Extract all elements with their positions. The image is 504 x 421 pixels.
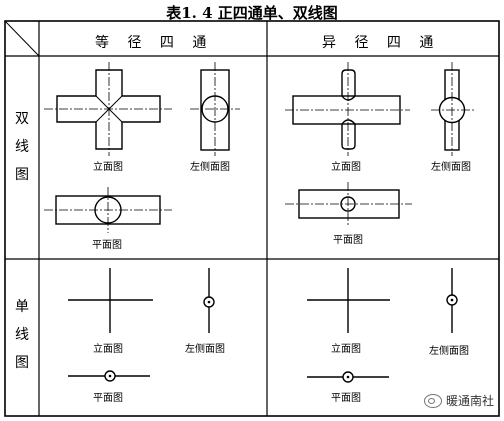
caption-equal-double-side: 左侧面图 <box>190 162 230 173</box>
equal-cross-double-side <box>190 62 240 156</box>
row-label-text: 双 线 图 <box>15 111 29 183</box>
caption-equal-single-plan: 平面图 <box>93 393 123 404</box>
wechat-logo-icon <box>423 393 442 408</box>
row-label-double-line: 双 线 图 <box>11 105 33 189</box>
reducing-cross-single-front <box>307 268 390 333</box>
corner-diagonal <box>4 20 40 57</box>
equal-cross-single-front <box>68 268 153 333</box>
reducing-cross-single-plan <box>307 371 389 383</box>
caption-reducing-double-front: 立面图 <box>331 162 361 173</box>
reducing-cross-double-plan <box>285 182 412 226</box>
equal-cross-double-plan <box>44 187 172 233</box>
reducing-cross-double-front <box>285 62 410 156</box>
equal-cross-single-side <box>203 268 215 333</box>
caption-reducing-single-side: 左侧面图 <box>429 346 469 357</box>
caption-reducing-double-side: 左侧面图 <box>431 162 471 173</box>
caption-reducing-single-front: 立面图 <box>331 344 361 355</box>
table-title: 表1. 4 正四通单、双线图 <box>166 4 338 22</box>
caption-reducing-single-plan: 平面图 <box>331 393 361 404</box>
table-border <box>4 20 500 417</box>
caption-reducing-double-plan: 平面图 <box>333 235 363 246</box>
caption-equal-single-front: 立面图 <box>93 344 123 355</box>
reducing-cross-single-side <box>446 268 458 333</box>
header-equal-cross: 等 径 四 通 <box>95 35 214 51</box>
equal-cross-double-front <box>44 62 172 156</box>
row-label-text: 单 线 图 <box>15 299 29 371</box>
caption-equal-double-plan: 平面图 <box>92 240 122 251</box>
reducing-cross-double-side <box>431 62 475 156</box>
watermark-text: 暖通南社 <box>445 394 494 408</box>
equal-cross-single-plan <box>68 370 150 382</box>
caption-equal-single-side: 左侧面图 <box>185 344 225 355</box>
header-reducing-cross: 异 径 四 通 <box>322 35 441 51</box>
watermark: 暖通南社 <box>423 392 494 409</box>
row-label-single-line: 单 线 图 <box>11 293 33 377</box>
caption-equal-double-front: 立面图 <box>93 162 123 173</box>
